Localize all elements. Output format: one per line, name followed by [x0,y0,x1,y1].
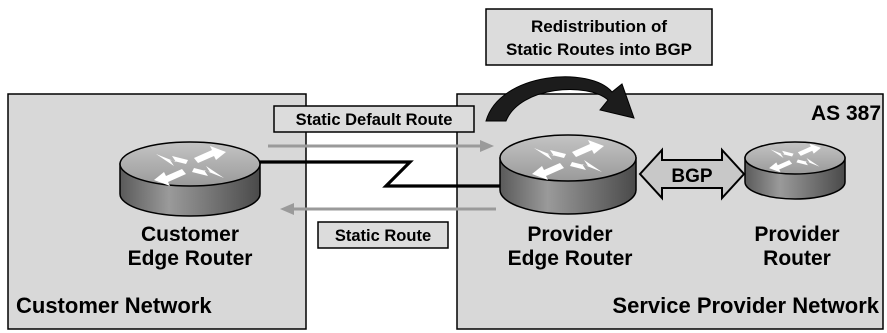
callout-line-1: Redistribution of [531,17,667,36]
provider-router-label-2: Router [763,247,831,270]
callout-line-2: Static Routes into BGP [506,40,692,59]
static-route-box [317,221,449,249]
curved-arrow-icon [485,76,635,122]
provider-edge-router-label-1: Provider [527,223,612,246]
provider-edge-router-label-2: Edge Router [508,247,633,270]
customer-edge-router-icon [119,141,261,217]
bgp-double-arrow-icon [638,147,746,201]
provider-router-icon [744,141,846,200]
static-default-route-label: Static Default Route [296,111,453,129]
redistribution-callout [485,8,713,66]
customer-router-label-1: Customer [141,223,239,246]
bgp-label: BGP [671,166,713,187]
service-provider-network-label: Service Provider Network [612,293,879,318]
static-route-arrow [280,203,496,215]
service-provider-network-region [456,93,884,330]
static-default-route-arrow [268,140,494,152]
as-label: AS 387 [811,102,881,125]
static-route-label: Static Route [335,227,431,245]
serial-link [258,160,500,188]
provider-router-label-1: Provider [754,223,839,246]
static-default-route-box [273,105,475,133]
provider-edge-router-icon [499,134,637,215]
customer-network-label: Customer Network [16,293,212,318]
customer-router-label-2: Edge Router [128,247,253,270]
